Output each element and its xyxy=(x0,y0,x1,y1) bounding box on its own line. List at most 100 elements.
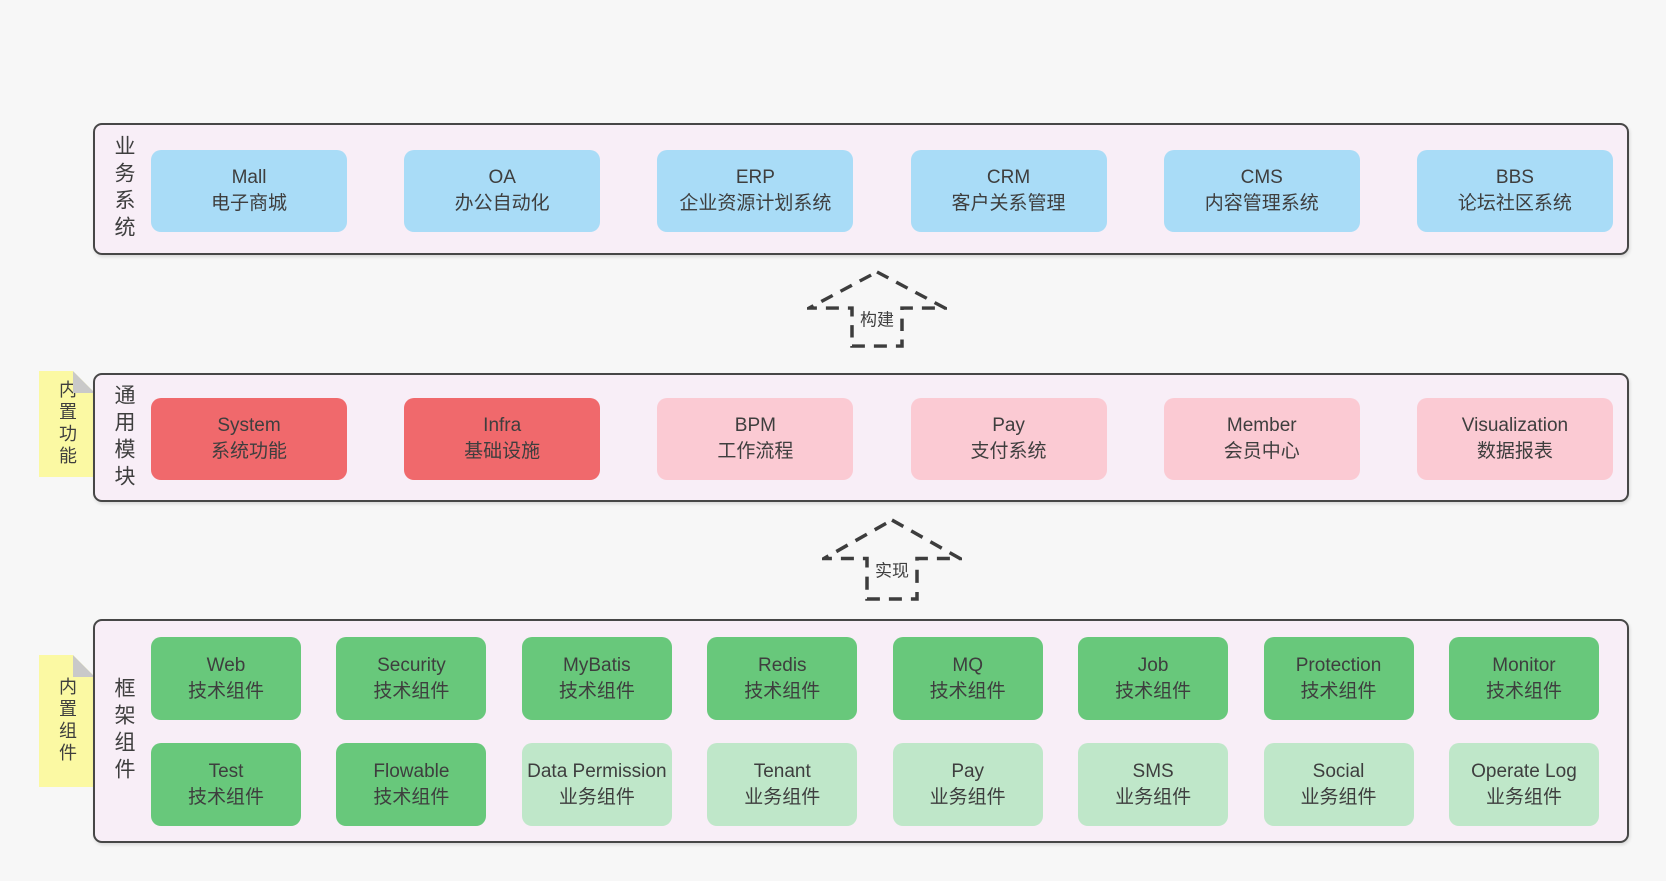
node-security: Security 技术组件 xyxy=(336,637,487,720)
node-subtitle: 客户关系管理 xyxy=(951,193,1066,214)
node-subtitle: 技术组件 xyxy=(558,680,635,702)
node-title: CRM xyxy=(986,167,1031,188)
node-title: Pay xyxy=(992,415,1025,436)
node-test: Test 技术组件 xyxy=(151,743,301,826)
node-subtitle: 内容管理系统 xyxy=(1204,193,1319,214)
folded-corner-icon xyxy=(73,371,95,393)
node-subtitle: 技术组件 xyxy=(1115,680,1192,702)
node-title: Operate Log xyxy=(1471,760,1577,782)
node-subtitle: 支付系统 xyxy=(970,441,1047,462)
node-sms: SMS 业务组件 xyxy=(1078,743,1229,826)
node-tenant: Tenant 业务组件 xyxy=(707,743,858,826)
node-flowable: Flowable 技术组件 xyxy=(336,743,487,826)
node-subtitle: 业务组件 xyxy=(929,786,1006,808)
node-subtitle: 会员中心 xyxy=(1223,441,1300,462)
node-title: MQ xyxy=(952,654,983,676)
business-systems-row: Mall 电子商城 OA 办公自动化 ERP 企业资源计划系统 CRM 客户关系… xyxy=(151,150,1613,232)
node-title: Job xyxy=(1137,654,1169,676)
node-title: Web xyxy=(206,654,246,676)
dashed-up-arrow-icon xyxy=(822,518,962,601)
node-crm: CRM 客户关系管理 xyxy=(910,150,1107,232)
node-subtitle: 技术组件 xyxy=(373,786,450,808)
folded-corner-icon xyxy=(73,655,95,677)
node-subtitle: 技术组件 xyxy=(373,680,450,702)
node-title: Flowable xyxy=(373,760,450,782)
node-title: Social xyxy=(1312,760,1365,782)
node-subtitle: 系统功能 xyxy=(210,441,287,462)
node-subtitle: 业务组件 xyxy=(1115,786,1192,808)
common-modules-row: System 系统功能 Infra 基础设施 BPM 工作流程 Pay 支付系统… xyxy=(151,398,1613,480)
sticky-tab-builtin-features: 内置功能 xyxy=(39,371,95,477)
node-visualization: Visualization 数据报表 xyxy=(1416,398,1613,480)
node-bbs: BBS 论坛社区系统 xyxy=(1416,150,1613,232)
node-title: Security xyxy=(377,654,446,676)
node-title: Visualization xyxy=(1461,415,1569,436)
node-title: BPM xyxy=(734,415,776,436)
node-title: Infra xyxy=(483,415,522,436)
node-subtitle: 技术组件 xyxy=(187,680,264,702)
node-subtitle: 业务组件 xyxy=(744,786,821,808)
node-job: Job 技术组件 xyxy=(1078,637,1229,720)
node-title: ERP xyxy=(735,167,775,188)
node-member: Member 会员中心 xyxy=(1163,398,1360,480)
node-web: Web 技术组件 xyxy=(151,637,301,720)
node-pay-biz: Pay 业务组件 xyxy=(892,743,1043,826)
node-pay-system: Pay 支付系统 xyxy=(910,398,1107,480)
layer-title: 业务系统 xyxy=(112,135,135,243)
node-title: Tenant xyxy=(753,760,811,782)
arrow-label: 实现 xyxy=(872,556,912,582)
node-subtitle: 电子商城 xyxy=(210,193,287,214)
node-subtitle: 业务组件 xyxy=(1485,786,1562,808)
node-subtitle: 企业资源计划系统 xyxy=(679,193,832,214)
node-title: MyBatis xyxy=(563,654,631,676)
node-title: Test xyxy=(208,760,244,782)
node-title: CMS xyxy=(1240,167,1283,188)
node-title: Member xyxy=(1226,415,1297,436)
node-system: System 系统功能 xyxy=(151,398,347,480)
node-redis: Redis 技术组件 xyxy=(707,637,858,720)
node-title: System xyxy=(217,415,281,436)
node-title: Protection xyxy=(1295,654,1382,676)
node-title: Data Permission xyxy=(527,760,667,782)
node-subtitle: 基础设施 xyxy=(464,441,541,462)
node-subtitle: 技术组件 xyxy=(1485,680,1562,702)
node-cms: CMS 内容管理系统 xyxy=(1163,150,1360,232)
node-subtitle: 工作流程 xyxy=(717,441,794,462)
node-mall: Mall 电子商城 xyxy=(151,150,347,232)
layer-common-modules: 通用模块 System 系统功能 Infra 基础设施 BPM 工作流程 Pay… xyxy=(93,373,1629,502)
node-title: Redis xyxy=(757,654,807,676)
node-title: OA xyxy=(488,167,516,188)
node-operate-log: Operate Log 业务组件 xyxy=(1448,743,1599,826)
sticky-tab-builtin-components: 内置组件 xyxy=(39,655,95,787)
node-subtitle: 数据报表 xyxy=(1476,441,1553,462)
arrow-label: 构建 xyxy=(857,305,897,331)
layer-title: 通用模块 xyxy=(112,383,135,492)
framework-components-row-2: Test 技术组件 Flowable 技术组件 Data Permission … xyxy=(151,743,1599,826)
sticky-tab-label: 内置组件 xyxy=(57,677,77,765)
layer-business-systems: 业务系统 Mall 电子商城 OA 办公自动化 ERP 企业资源计划系统 CRM… xyxy=(93,123,1629,255)
node-protection: Protection 技术组件 xyxy=(1263,637,1414,720)
node-title: Mall xyxy=(231,167,267,188)
node-mq: MQ 技术组件 xyxy=(892,637,1043,720)
node-subtitle: 技术组件 xyxy=(187,786,264,808)
node-subtitle: 技术组件 xyxy=(1300,680,1377,702)
node-infra: Infra 基础设施 xyxy=(404,398,601,480)
node-subtitle: 业务组件 xyxy=(1300,786,1377,808)
node-subtitle: 技术组件 xyxy=(929,680,1006,702)
node-mybatis: MyBatis 技术组件 xyxy=(521,637,672,720)
layer-title: 框架组件 xyxy=(112,677,135,785)
node-subtitle: 技术组件 xyxy=(744,680,821,702)
node-title: SMS xyxy=(1132,760,1174,782)
node-social: Social 业务组件 xyxy=(1263,743,1414,826)
layer-framework-components: 框架组件 Web 技术组件 Security 技术组件 MyBatis 技术组件… xyxy=(93,619,1629,843)
node-title: BBS xyxy=(1495,167,1534,188)
node-title: Pay xyxy=(951,760,985,782)
node-oa: OA 办公自动化 xyxy=(404,150,601,232)
node-erp: ERP 企业资源计划系统 xyxy=(657,150,854,232)
node-data-permission: Data Permission 业务组件 xyxy=(521,743,672,826)
dashed-up-arrow-icon xyxy=(807,270,947,348)
node-subtitle: 业务组件 xyxy=(558,786,635,808)
arrow-build: 构建 xyxy=(807,270,947,348)
node-subtitle: 办公自动化 xyxy=(454,193,550,214)
